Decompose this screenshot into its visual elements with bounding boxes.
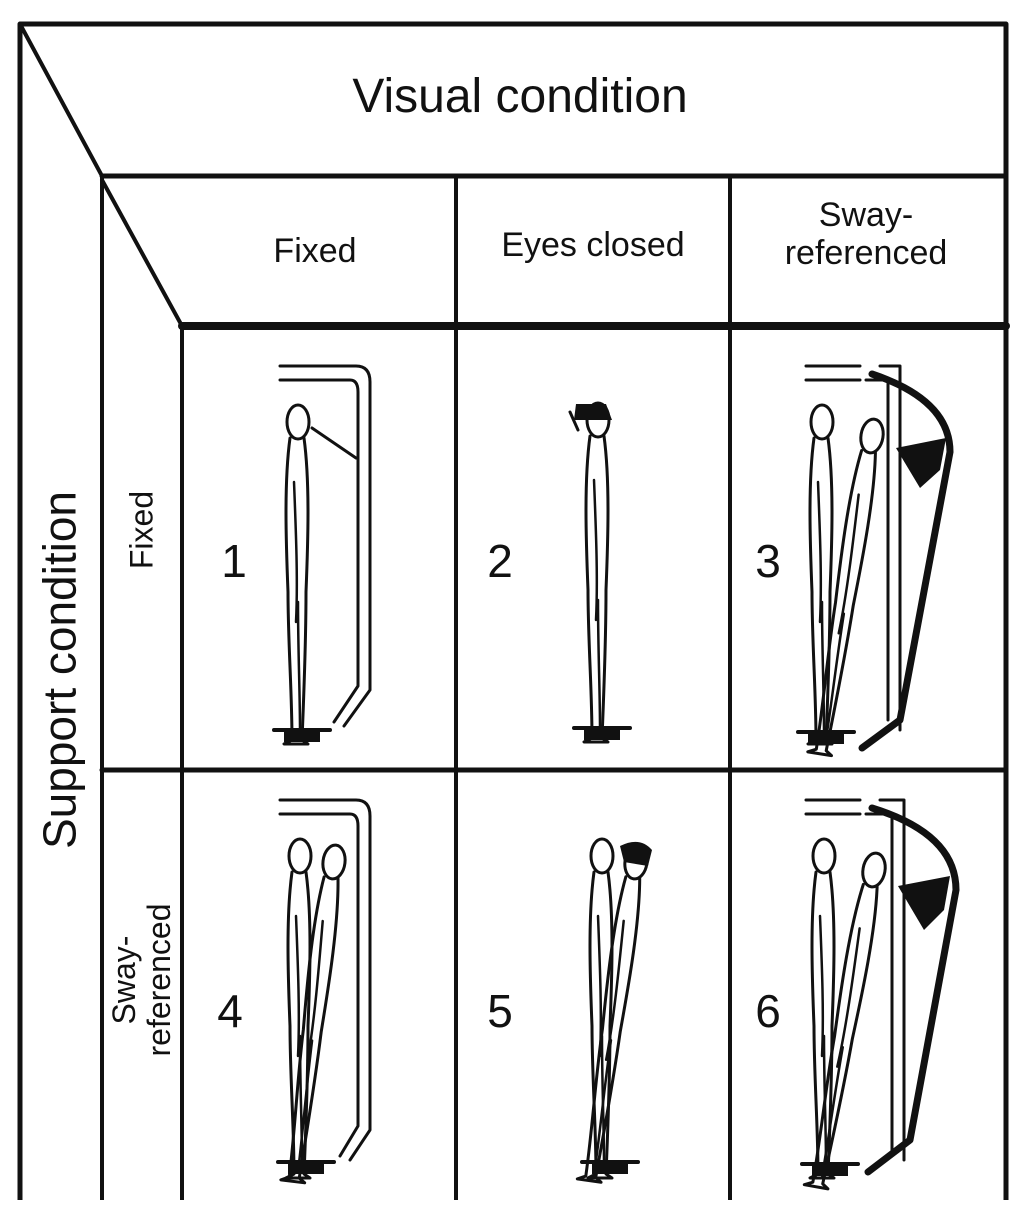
condition-number-1: 1 [221, 535, 247, 587]
visual-condition-title: Visual condition [352, 70, 688, 123]
condition-number-6: 6 [755, 985, 781, 1037]
column-header-fixed: Fixed [273, 232, 357, 270]
column-header-sway-referenced: Sway- referenced [784, 196, 948, 273]
swaying-blindfolded-figure-icon [575, 837, 652, 1184]
row-header-fixed: Fixed [123, 490, 160, 570]
standing-figure-fixed-surround-icon [272, 364, 372, 746]
swaying-figure-fixed-surround-icon [276, 798, 372, 1185]
condition-number-2: 2 [487, 535, 513, 587]
condition-number-3: 3 [755, 535, 781, 587]
blindfolded-figure-icon [568, 401, 632, 744]
row-header-sway-referenced: Sway- referenced [105, 903, 177, 1057]
condition-number-4: 4 [217, 985, 243, 1037]
column-header-eyes-closed: Eyes closed [501, 226, 685, 264]
swaying-figure-moving-surround-icon [800, 798, 960, 1191]
support-condition-title: Support condition [33, 490, 86, 850]
swaying-figure-moving-surround-icon [796, 364, 954, 758]
condition-number-5: 5 [487, 985, 513, 1037]
